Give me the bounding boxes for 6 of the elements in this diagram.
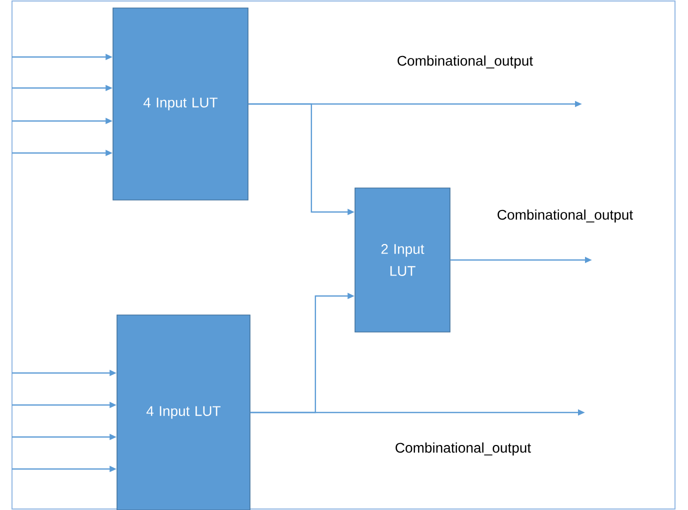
lut-box: 2 Input LUT xyxy=(354,188,450,332)
lut-box: 4 Input LUT xyxy=(112,8,248,200)
edge-label: Combinational_output xyxy=(496,208,634,224)
edge-label: Combinational_output xyxy=(396,54,534,70)
lut-box: 4 Input LUT xyxy=(116,314,250,510)
edge-label: Combinational_output xyxy=(394,441,532,456)
